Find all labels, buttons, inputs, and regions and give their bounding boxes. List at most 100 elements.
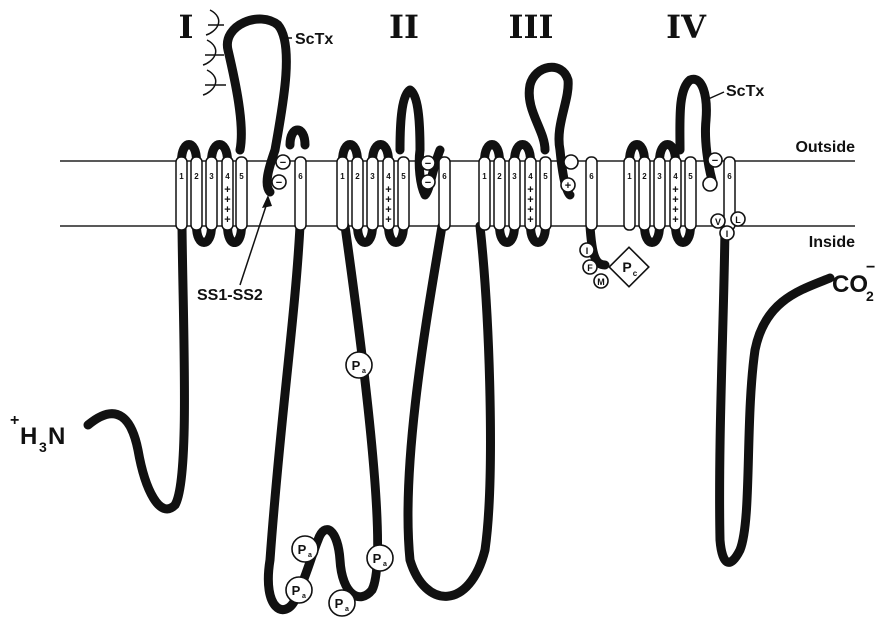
pa-site-5: P a bbox=[367, 545, 393, 571]
domain-label-III: III bbox=[509, 8, 554, 46]
segment-domain-III-s3 bbox=[509, 157, 520, 230]
segment-domain-II-s3 bbox=[367, 157, 378, 230]
segment-number-domain-II-s1: 1 bbox=[340, 172, 345, 181]
n-terminal-tail bbox=[88, 226, 185, 509]
segment-number-domain-II-s4: 4 bbox=[386, 172, 391, 181]
segment-number-domain-IV-s1: 1 bbox=[627, 172, 632, 181]
segment-number-domain-I-s3: 3 bbox=[209, 172, 214, 181]
segment-domain-III-s5 bbox=[540, 157, 551, 230]
outside-label: Outside bbox=[795, 139, 855, 156]
s4-positive-charge-domain-II-4: + bbox=[385, 214, 391, 226]
segment-number-domain-III-s4: 4 bbox=[528, 172, 533, 181]
segment-domain-IV-s2 bbox=[639, 157, 650, 230]
domain-label-IV: IV bbox=[666, 8, 707, 46]
segment-domain-I-s2 bbox=[191, 157, 202, 230]
pa-site-1-main: P bbox=[352, 358, 361, 373]
c-terminal-tail bbox=[720, 226, 830, 562]
nh3-h: H bbox=[20, 423, 37, 450]
vil-residue-v-text: V bbox=[715, 217, 721, 227]
segment-number-domain-III-s2: 2 bbox=[497, 172, 502, 181]
linker-II-III bbox=[408, 226, 490, 596]
ifm-residue-f-text: F bbox=[587, 263, 593, 273]
s4-positive-charge-domain-IV-4: + bbox=[672, 214, 678, 226]
pa-site-2: P a bbox=[292, 536, 318, 562]
pa-site-1-sub: a bbox=[362, 368, 366, 375]
pc-phosphorylation-site: P c bbox=[609, 247, 649, 287]
segment-domain-II-s1 bbox=[337, 157, 348, 230]
pa-site-4-sub: a bbox=[345, 606, 349, 613]
pa-site-3: P a bbox=[286, 577, 312, 603]
pa-site-4: P a bbox=[329, 590, 355, 616]
segment-domain-II-s5 bbox=[398, 157, 409, 230]
segment-number-domain-II-s2: 2 bbox=[355, 172, 360, 181]
segment-domain-IV-s5 bbox=[685, 157, 696, 230]
segment-number-domain-II-s3: 3 bbox=[370, 172, 375, 181]
segment-number-domain-IV-s5: 5 bbox=[688, 172, 693, 181]
toxin-receptor-arcs bbox=[203, 10, 226, 95]
polypeptide-chain bbox=[88, 19, 830, 610]
nh3-n: N bbox=[48, 423, 65, 450]
segment-domain-II-s6 bbox=[439, 157, 450, 230]
sctx-label-domain-IV: ScTx bbox=[726, 83, 764, 100]
negative-charge-II-a-sign: − bbox=[425, 158, 431, 170]
co2-sup: − bbox=[866, 259, 875, 276]
vil-residue-i-text: I bbox=[726, 229, 729, 239]
segment-number-domain-IV-s6: 6 bbox=[727, 172, 732, 181]
segment-number-domain-II-s6: 6 bbox=[442, 172, 447, 181]
open-circle-III bbox=[564, 155, 578, 169]
segment-domain-I-s5 bbox=[236, 157, 247, 230]
n-terminus-label: + H 3 N bbox=[10, 412, 65, 455]
negative-charge-II-b-sign: − bbox=[425, 177, 431, 189]
segment-number-domain-I-s5: 5 bbox=[239, 172, 244, 181]
ss1-ss2-arrow-head bbox=[262, 195, 272, 208]
negative-charge-IV-sign: − bbox=[712, 155, 718, 167]
co2-main: CO bbox=[832, 271, 868, 298]
receptor-arc-3 bbox=[203, 70, 226, 95]
pa-site-5-main: P bbox=[373, 551, 382, 566]
domain-I-s6-loop bbox=[290, 130, 305, 145]
sctx-label-domain-I: ScTx bbox=[295, 31, 333, 48]
ss1-ss2-label: SS1-SS2 bbox=[197, 287, 263, 304]
segment-number-domain-I-s2: 2 bbox=[194, 172, 199, 181]
pa-site-2-sub: a bbox=[308, 552, 312, 559]
s4-positive-charge-domain-III-4: + bbox=[527, 214, 533, 226]
segment-domain-IV-s1 bbox=[624, 157, 635, 230]
segment-number-domain-III-s5: 5 bbox=[543, 172, 548, 181]
pa-site-5-sub: a bbox=[383, 561, 387, 568]
domain-label-II: II bbox=[389, 8, 419, 46]
s4-positive-charge-domain-I-4: + bbox=[224, 214, 230, 226]
pa-site-3-sub: a bbox=[302, 593, 306, 600]
nh3-plus: + bbox=[10, 412, 19, 429]
segment-number-domain-I-s1: 1 bbox=[179, 172, 184, 181]
pa-site-1: P a bbox=[346, 352, 372, 378]
segment-domain-II-s2 bbox=[352, 157, 363, 230]
positive-charge-III-sign: + bbox=[565, 180, 571, 192]
pa-site-2-main: P bbox=[298, 542, 307, 557]
negative-charge-I-a-sign: − bbox=[280, 157, 286, 169]
negative-charge-I-b-sign: − bbox=[276, 177, 282, 189]
segment-number-domain-II-s5: 5 bbox=[401, 172, 406, 181]
domain-label-I: I bbox=[179, 8, 194, 46]
open-circle-IV bbox=[703, 177, 717, 191]
segment-domain-III-s1 bbox=[479, 157, 490, 230]
segment-number-domain-IV-s2: 2 bbox=[642, 172, 647, 181]
segment-number-domain-IV-s3: 3 bbox=[657, 172, 662, 181]
segment-number-domain-I-s6: 6 bbox=[298, 172, 303, 181]
pa-site-3-main: P bbox=[292, 583, 301, 598]
segment-number-domain-I-s4: 4 bbox=[225, 172, 230, 181]
segment-domain-I-s1 bbox=[176, 157, 187, 230]
vil-residue-l-text: L bbox=[735, 215, 741, 225]
inside-label: Inside bbox=[809, 234, 855, 251]
segment-domain-I-s3 bbox=[206, 157, 217, 230]
segment-number-domain-IV-s4: 4 bbox=[673, 172, 678, 181]
ifm-residue-m-text: M bbox=[597, 277, 605, 287]
segment-domain-III-s6 bbox=[586, 157, 597, 230]
c-terminus-label: CO 2 − bbox=[832, 259, 875, 304]
segment-domain-III-s2 bbox=[494, 157, 505, 230]
receptor-arc-2 bbox=[203, 40, 224, 65]
nh3-sub: 3 bbox=[39, 439, 47, 455]
receptor-arc-1 bbox=[206, 10, 224, 35]
co2-sub: 2 bbox=[866, 288, 874, 304]
